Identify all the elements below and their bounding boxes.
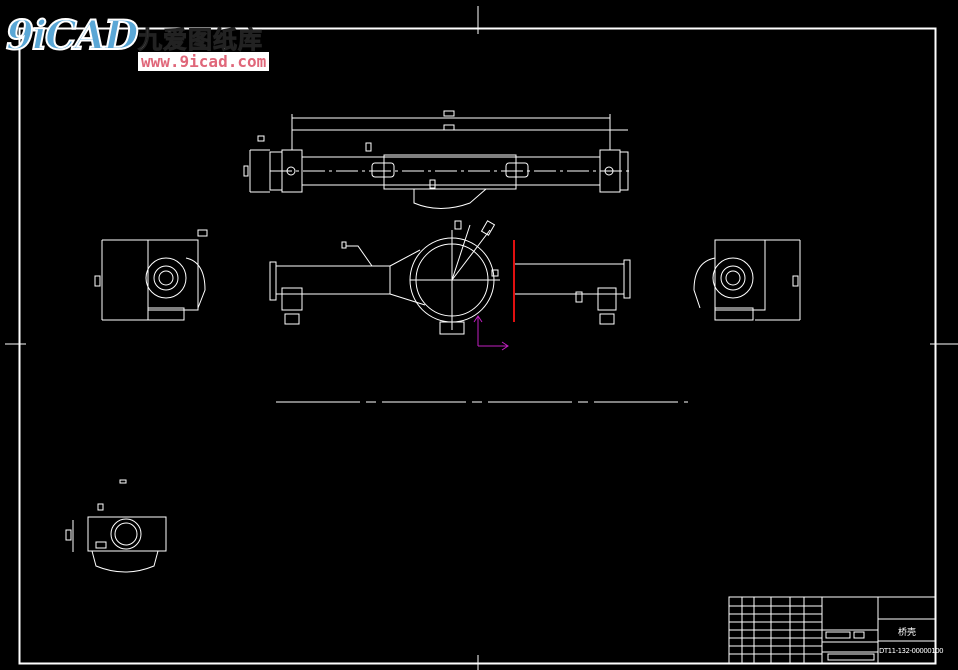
detail-view bbox=[65, 479, 167, 573]
left-end-view bbox=[94, 229, 208, 321]
right-end-view bbox=[693, 239, 801, 321]
title-block bbox=[728, 596, 936, 664]
top-view-axle bbox=[243, 110, 630, 209]
logo-chinese-name: 九爱图纸库 bbox=[138, 26, 263, 55]
title-block-drawing-number: DT11-132-00000100 bbox=[879, 647, 944, 655]
title-block-part-name: 桥壳 bbox=[898, 628, 917, 638]
logo-mark: 9iCAD bbox=[5, 11, 140, 60]
site-logo[interactable]: 9iCAD 九爱图纸库 www.9icad.com bbox=[2, 8, 302, 78]
ucs-icon bbox=[473, 315, 509, 351]
logo-url: www.9icad.com bbox=[138, 52, 270, 71]
front-view-axle bbox=[269, 220, 631, 335]
